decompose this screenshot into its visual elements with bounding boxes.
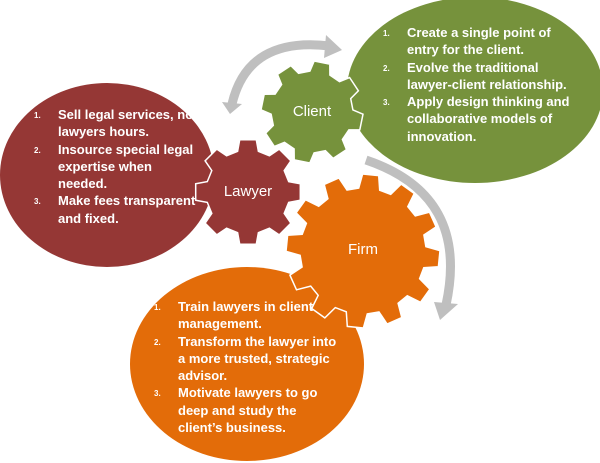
item-number: 2. (34, 145, 41, 155)
cycle-arrow-top (227, 40, 331, 106)
list-item: 3. Apply design thinking and collaborativ… (383, 93, 583, 145)
item-text: Sell legal services, not lawyers hours. (58, 107, 198, 140)
lawyer-bubble (0, 83, 214, 267)
list-item: 3. Make fees transparent and fixed. (34, 192, 199, 227)
item-text: Create a single point of entry for the c… (407, 25, 551, 58)
item-number: 2. (154, 337, 161, 347)
client-gear (260, 60, 364, 164)
lawyer-gear-label: Lawyer (223, 183, 273, 200)
firm-list: 1. Train lawyers in client management. 2.… (154, 298, 339, 436)
lawyer-gear (194, 138, 302, 246)
list-item: 3. Motivate lawyers to go deep and study … (154, 384, 339, 436)
list-item: 2. Evolve the traditional lawyer-client r… (383, 59, 583, 94)
list-item: 1. Sell legal services, not lawyers hours… (34, 106, 199, 141)
item-number: 3. (34, 197, 41, 207)
item-text: Evolve the traditional lawyer-client rel… (407, 59, 567, 92)
lawyer-list: 1. Sell legal services, not lawyers hours… (34, 106, 199, 227)
item-text: Insource special legal expertise when ne… (58, 141, 194, 192)
list-item: 2. Insource special legal expertise when … (34, 141, 199, 193)
arrowhead-right (434, 302, 458, 320)
item-text: Apply design thinking and collaborative … (407, 94, 570, 144)
arrowhead-left (222, 102, 242, 114)
client-bubble (347, 0, 600, 183)
cycle-arrow-right (364, 155, 455, 306)
firm-gear (285, 173, 441, 329)
list-item: 1. Create a single point of entry for the… (383, 24, 583, 59)
firm-bubble (130, 267, 364, 461)
list-item: 1. Train lawyers in client management. (154, 298, 339, 333)
item-text: Make fees transparent and fixed. (58, 193, 196, 226)
item-number: 3. (383, 98, 390, 108)
item-text: Train lawyers in client management. (178, 299, 314, 332)
arrowhead-top (324, 35, 342, 58)
item-number: 1. (383, 29, 390, 38)
item-number: 3. (154, 389, 161, 399)
item-text: Transform the lawyer into a more trusted… (178, 333, 337, 384)
client-gear-label: Client (292, 103, 332, 120)
firm-gear-label: Firm (348, 241, 378, 258)
client-list: 1. Create a single point of entry for the… (383, 24, 583, 145)
item-number: 1. (154, 303, 161, 312)
list-item: 2. Transform the lawyer into a more trust… (154, 333, 339, 385)
item-text: Motivate lawyers to go deep and study th… (178, 385, 318, 436)
item-number: 2. (383, 63, 390, 73)
item-number: 1. (34, 111, 41, 120)
